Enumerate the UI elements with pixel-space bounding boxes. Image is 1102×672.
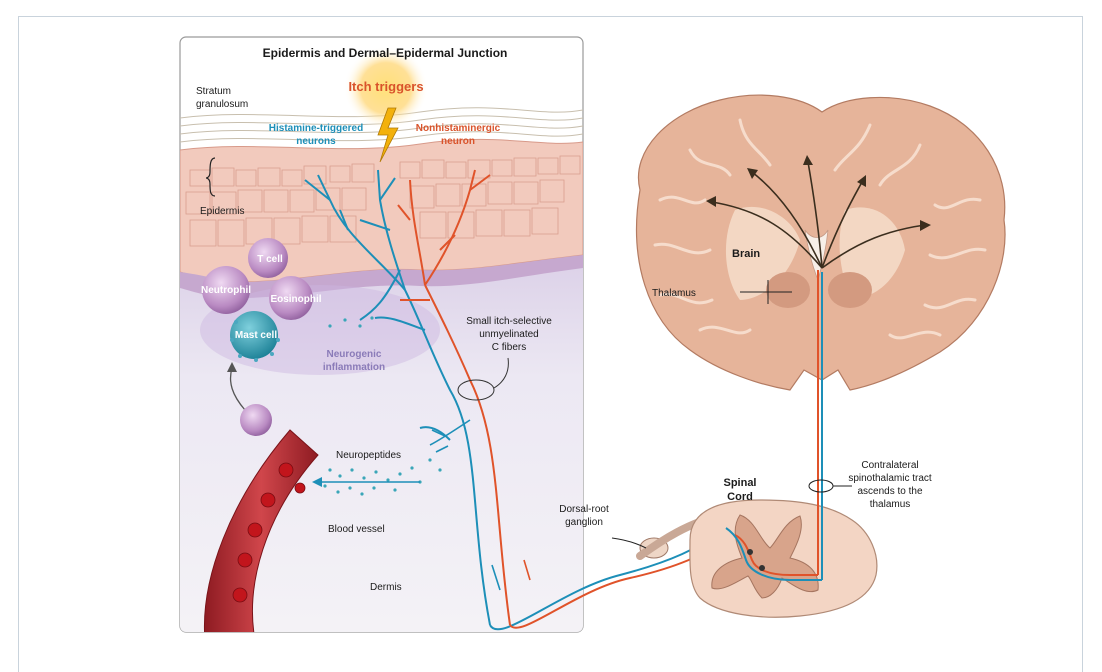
stratum-label-line1: Stratum	[196, 86, 231, 97]
neurogenic-label-line1: Neurogenic	[326, 349, 381, 360]
epidermis-label: Epidermis	[200, 206, 244, 217]
thalamus-left	[766, 272, 810, 308]
thalamus-label: Thalamus	[652, 288, 696, 299]
c-fibers-label-line1: Small itch-selective	[466, 316, 552, 327]
histamine-label-line1: Histamine-triggered	[269, 123, 363, 134]
nonhistaminergic-label-line1: Nonhistaminergic	[416, 123, 501, 134]
histamine-label-line2: neurons	[296, 136, 336, 147]
itch-pathway-diagram: Epidermis and Dermal–Epidermal Junction …	[0, 0, 1102, 656]
blood-vessel-label: Blood vessel	[328, 524, 385, 535]
tract-label-line4: thalamus	[870, 499, 911, 510]
dorsal-root-label-line2: ganglion	[565, 517, 603, 528]
mast-cell-label: Mast cell	[235, 330, 277, 341]
spinal-cord	[640, 500, 877, 617]
thalamus-right	[828, 272, 872, 308]
tract-label-line2: spinothalamic tract	[848, 473, 932, 484]
spinal-cord-label-line2: Cord	[727, 491, 753, 503]
brain-label: Brain	[732, 248, 760, 260]
neutrophil-label: Neutrophil	[201, 285, 251, 296]
synapse-node	[759, 565, 765, 571]
spinal-cord-label-line1: Spinal	[723, 477, 756, 489]
tract-label-line1: Contralateral	[861, 460, 918, 471]
eosinophil-label: Eosinophil	[270, 294, 321, 305]
dorsal-root-label-line1: Dorsal-root	[559, 504, 609, 515]
t-cell-label: T cell	[257, 254, 283, 265]
c-fibers-label-line2: unmyelinated	[479, 329, 538, 340]
neurogenic-label-line2: inflammation	[323, 362, 385, 373]
stratum-label-line2: granulosum	[196, 99, 248, 110]
neuropeptides-label: Neuropeptides	[336, 450, 401, 461]
panel-title: Epidermis and Dermal–Epidermal Junction	[263, 46, 508, 60]
dermis-label: Dermis	[370, 582, 402, 593]
itch-triggers-label: Itch triggers	[348, 79, 423, 94]
synapse-node	[747, 549, 753, 555]
leukocyte-extravasating	[240, 404, 272, 436]
c-fibers-label-line3: C fibers	[492, 342, 526, 353]
nonhistaminergic-label-line2: neuron	[441, 136, 475, 147]
tract-label-line3: ascends to the	[857, 486, 922, 497]
